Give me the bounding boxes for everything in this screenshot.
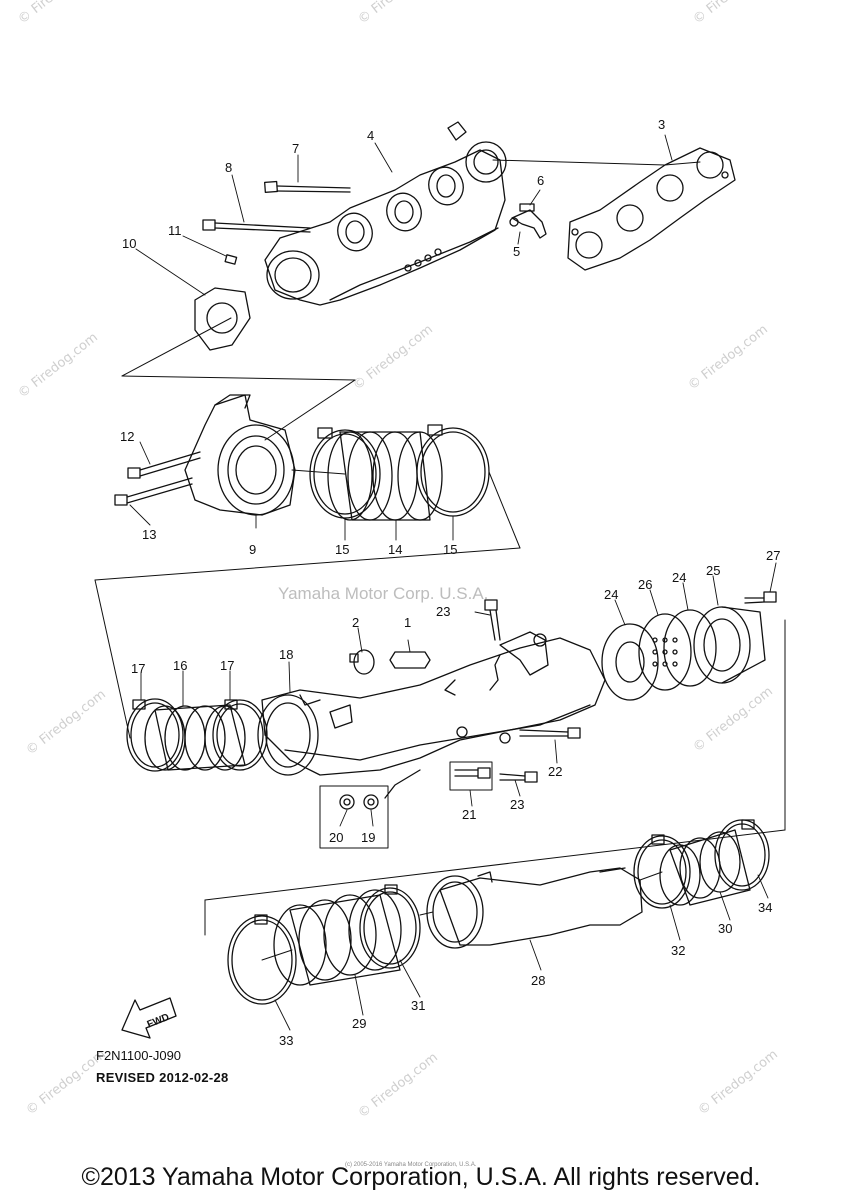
callout-8: 8 [225, 160, 232, 175]
fwd-label: FWD [146, 1012, 171, 1031]
callout-3: 3 [658, 117, 665, 132]
callout-28: 28 [531, 973, 545, 988]
callout-29: 29 [352, 1016, 366, 1031]
hose-clamp-17-left [126, 698, 184, 772]
callout-12: 12 [120, 429, 134, 444]
bolt-21 [449, 761, 493, 791]
callout-2: 2 [352, 615, 359, 630]
callout-13: 13 [142, 527, 156, 542]
pipe-1 [389, 651, 431, 669]
callout-9: 9 [249, 542, 256, 557]
hose-clamp-31 [359, 884, 421, 969]
callout-23-lower: 23 [510, 797, 524, 812]
small-copyright-note: (c) 2005-2016 Yamaha Motor Corporation, … [345, 1162, 477, 1168]
callout-6: 6 [537, 173, 544, 188]
exhaust-pipe-18 [257, 631, 606, 799]
callout-32: 32 [671, 943, 685, 958]
fwd-arrow-icon [121, 997, 177, 1039]
bolt-8 [202, 219, 311, 233]
exhaust-elbow-9 [184, 394, 296, 516]
manifold-gasket-10 [194, 287, 251, 351]
bolt-13 [114, 477, 193, 506]
callout-24-right: 24 [672, 570, 686, 585]
callout-34: 34 [758, 900, 772, 915]
callout-26: 26 [638, 577, 652, 592]
callout-17-left: 17 [131, 661, 145, 676]
callout-24-left: 24 [604, 587, 618, 602]
callout-7: 7 [292, 141, 299, 156]
callout-21: 21 [462, 807, 476, 822]
muffler-28 [426, 867, 643, 949]
callout-numbers: 1 2 3 4 5 6 7 8 9 10 11 12 13 14 15 15 1… [120, 117, 780, 1048]
hose-clamp-32 [633, 834, 691, 909]
callout-22: 22 [548, 764, 562, 779]
bolt-7 [264, 180, 351, 193]
callout-18: 18 [279, 647, 293, 662]
dowel-6 [519, 203, 535, 212]
revision-date: REVISED 2012-02-28 [96, 1070, 229, 1085]
callout-14: 14 [388, 542, 402, 557]
callout-17-right: 17 [220, 658, 234, 673]
callout-10: 10 [122, 236, 136, 251]
exhaust-gasket-3 [567, 147, 736, 271]
nut-box-19-20 [319, 785, 389, 849]
exhaust-manifold [264, 121, 507, 306]
bolt-12 [127, 451, 201, 479]
callout-15-right: 15 [443, 542, 457, 557]
callout-31: 31 [411, 998, 425, 1013]
callout-15-left: 15 [335, 542, 349, 557]
diagram-code: F2N1100-J090 [96, 1048, 182, 1063]
callout-1: 1 [404, 615, 411, 630]
callout-20: 20 [329, 830, 343, 845]
callout-33: 33 [279, 1033, 293, 1048]
bolt-27 [744, 591, 777, 604]
hose-clamp-17-right [212, 699, 268, 771]
rubber-joint-30 [659, 829, 751, 906]
callout-25: 25 [706, 563, 720, 578]
callout-30: 30 [718, 921, 732, 936]
leader-lines-lower [204, 619, 786, 936]
callout-27: 27 [766, 548, 780, 563]
bolt-23-upper [484, 599, 501, 641]
pin-11 [224, 254, 238, 265]
rubber-joint-29 [273, 889, 402, 986]
callout-19: 19 [361, 830, 375, 845]
fitting-5 [509, 209, 547, 239]
callout-16: 16 [173, 658, 187, 673]
rubber-joint-16 [144, 704, 246, 771]
copyright-footer: ©2013 Yamaha Motor Corporation, U.S.A. A… [81, 1163, 761, 1191]
flange-plate-24-26-25 [601, 606, 766, 701]
leader-lines-mid [94, 469, 521, 739]
hose-clamp-2 [349, 649, 375, 675]
leader-lines-bottom [261, 871, 663, 961]
leader-lines-top [121, 159, 701, 441]
callout-leaders [129, 134, 777, 1031]
callout-4: 4 [367, 128, 374, 143]
bolt-23-lower [499, 771, 538, 783]
callout-5: 5 [513, 244, 520, 259]
callout-23-upper: 23 [436, 604, 450, 619]
hose-clamp-33 [227, 914, 297, 1005]
bolt-22 [519, 727, 581, 739]
hose-clamp-34 [714, 819, 770, 891]
callout-11: 11 [168, 223, 182, 238]
yamaha-watermark: Yamaha Motor Corp. U.S.A. [278, 584, 489, 603]
